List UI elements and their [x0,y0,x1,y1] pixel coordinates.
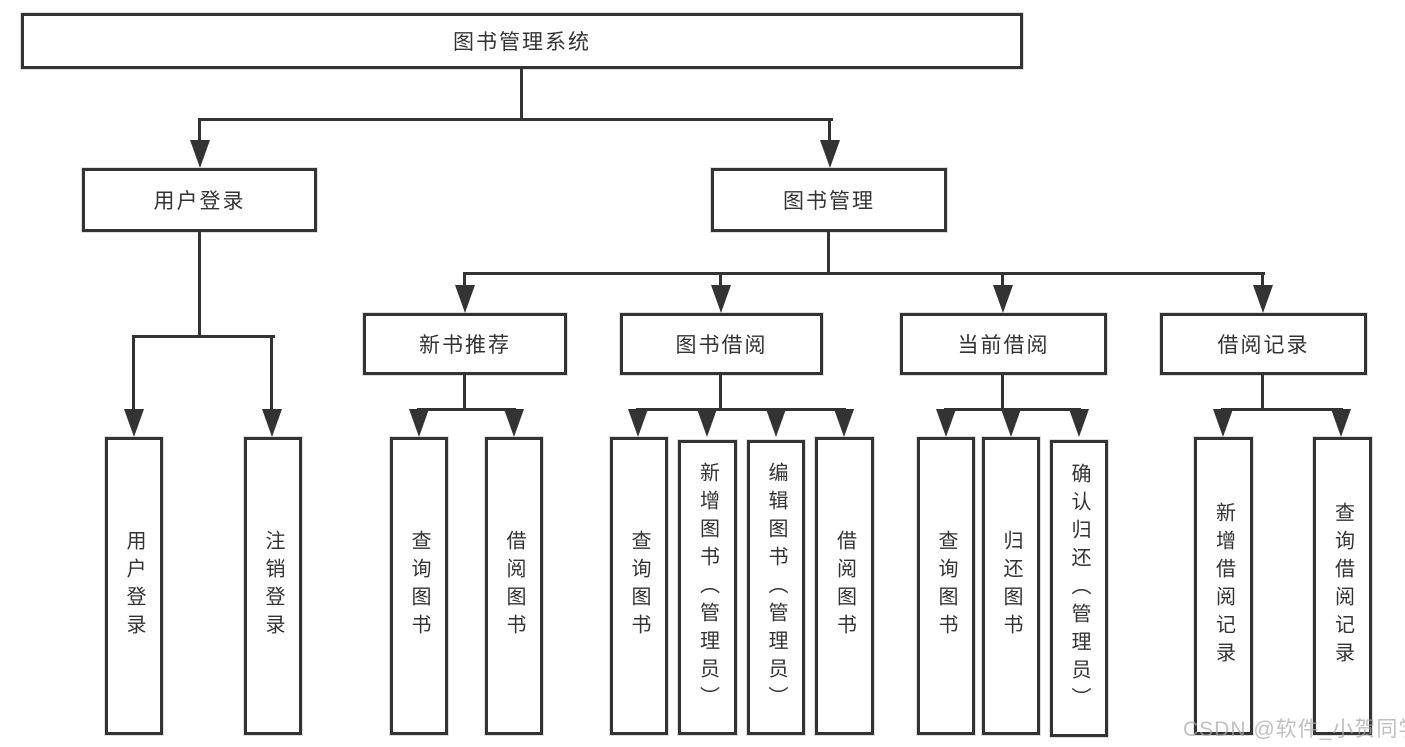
connector-line [1261,375,1264,408]
arrow-down-icon [504,409,524,437]
leaf-user-login: 用户登录 [105,437,163,735]
node-borrow-record: 借阅记录 [1160,313,1367,375]
connector-line [132,335,135,423]
leaf-edit-book-label: 编辑图书（管理员） [765,461,787,714]
leaf-query-book-3-label: 查询图书 [935,530,957,642]
arrow-down-icon [124,409,144,437]
node-root: 图书管理系统 [21,13,1023,69]
arrow-down-icon [190,140,210,168]
arrow-down-icon [1001,409,1021,437]
leaf-query-book-3: 查询图书 [917,437,975,735]
watermark: CSDN @软件_小贺同学 [1183,718,1405,741]
connector-line [132,335,275,338]
node-book-borrow: 图书借阅 [620,313,823,375]
connector-line [198,232,201,335]
connector-line [1001,375,1004,408]
leaf-borrow-book-1-label: 借阅图书 [503,530,525,642]
node-current-borrow-label: 当前借阅 [957,334,1050,357]
node-borrow-record-label: 借阅记录 [1217,334,1310,357]
arrow-down-icon [697,409,717,437]
arrow-down-icon [711,285,731,313]
connector-line [828,118,831,154]
connector-line [463,272,1265,275]
connector-line [719,375,722,408]
node-book-mgmt-label: 图书管理 [783,190,875,213]
leaf-add-borrow-record: 新增借阅记录 [1194,437,1253,735]
leaf-query-borrow-record: 查询借阅记录 [1313,437,1372,735]
connector-line [827,232,830,272]
connector-line [417,408,516,411]
leaf-add-book-label: 新增图书（管理员） [696,461,719,714]
leaf-query-borrow-record-label: 查询借阅记录 [1331,502,1354,670]
leaf-confirm-return-label: 确认归还（管理员） [1068,462,1090,715]
leaf-add-borrow-record-label: 新增借阅记录 [1212,502,1235,670]
arrow-down-icon [1331,409,1351,437]
leaf-query-book-1: 查询图书 [390,437,448,735]
leaf-confirm-return: 确认归还（管理员） [1050,440,1108,737]
arrow-down-icon [1213,409,1233,437]
arrow-down-icon [1069,409,1089,437]
connector-line [636,408,846,411]
leaf-user-login-label: 用户登录 [123,530,145,642]
leaf-query-book-1-label: 查询图书 [408,530,430,642]
node-user-login: 用户登录 [82,168,317,232]
arrow-down-icon [936,409,956,437]
leaf-borrow-book-1: 借阅图书 [485,437,543,735]
node-new-book-rec: 新书推荐 [363,313,567,375]
arrow-down-icon [820,140,840,168]
node-book-mgmt: 图书管理 [711,168,947,232]
arrow-down-icon [834,409,854,437]
leaf-query-book-2: 查询图书 [610,437,668,735]
arrow-down-icon [628,409,648,437]
node-new-book-rec-label: 新书推荐 [419,334,511,357]
connector-line [463,375,466,408]
leaf-logout: 注销登录 [244,437,302,735]
node-user-login-label: 用户登录 [153,190,246,213]
arrow-down-icon [1253,285,1273,313]
connector-line [198,118,201,154]
connector-line [270,335,273,423]
arrow-down-icon [409,409,429,437]
arrow-down-icon [993,285,1013,313]
arrow-down-icon [262,409,282,437]
arrow-down-icon [766,409,786,437]
leaf-return-book-label: 归还图书 [1000,530,1022,642]
connector-line [520,69,523,118]
leaf-add-book: 新增图书（管理员） [678,440,737,735]
leaf-return-book: 归还图书 [982,437,1040,735]
leaf-borrow-book-2: 借阅图书 [815,437,874,735]
leaf-edit-book: 编辑图书（管理员） [747,440,805,735]
node-book-borrow-label: 图书借阅 [675,334,768,357]
arrow-down-icon [455,285,475,313]
connector-line [1221,408,1343,411]
node-root-label: 图书管理系统 [453,31,591,54]
leaf-query-book-2-label: 查询图书 [628,530,650,642]
leaf-logout-label: 注销登录 [262,530,284,642]
connector-line [198,118,833,121]
node-current-borrow: 当前借阅 [900,313,1107,375]
leaf-borrow-book-2-label: 借阅图书 [833,530,856,642]
